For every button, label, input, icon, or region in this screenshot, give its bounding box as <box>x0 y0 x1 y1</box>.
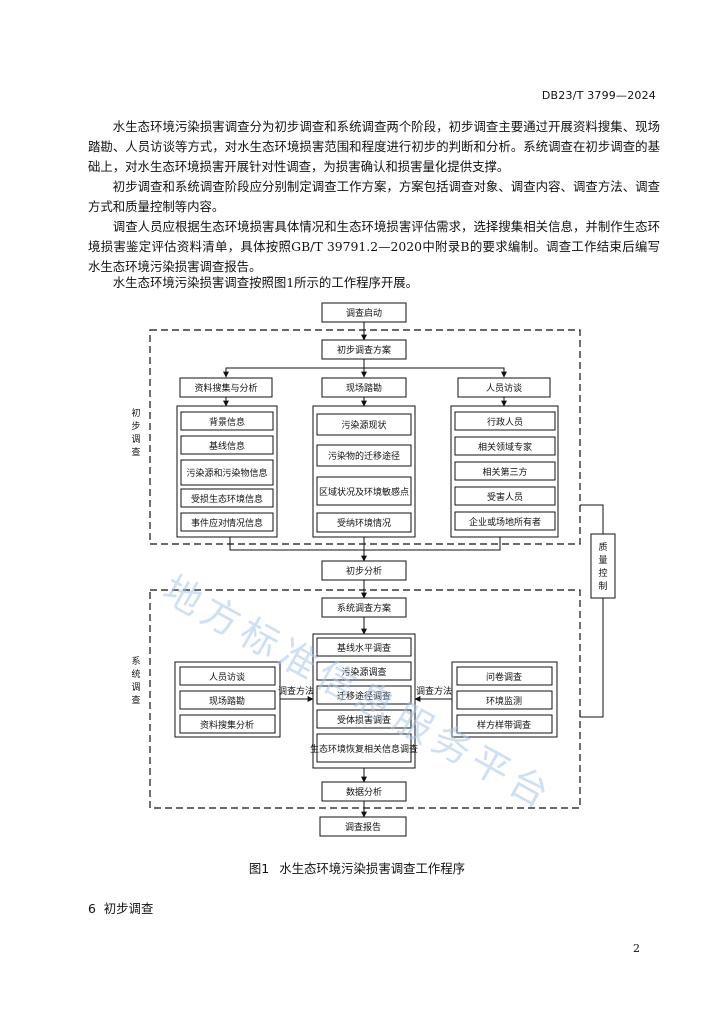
col1-item: 受损生态环境信息 <box>191 493 263 505</box>
section-number: 6 <box>88 901 96 916</box>
paragraph-3: 调查人员应根据生态环境损害具体情况和生态环境损害评估需求，选择搜集相关信息，并制… <box>88 219 660 274</box>
system-side-label: 调 <box>131 682 140 693</box>
start-box: 调查启动 <box>346 307 382 319</box>
col2-item: 受纳环境情况 <box>337 517 391 529</box>
right-item: 样方样带调查 <box>477 719 531 731</box>
prelim-side-label: 查 <box>131 446 140 458</box>
report-box: 调查报告 <box>345 821 381 833</box>
col3-item: 相关领域专家 <box>478 441 532 453</box>
quality-control-label: 控 <box>598 567 607 579</box>
paragraph-2: 初步调查和系统调查阶段应分别制定调查工作方案，方案包括调查对象、调查内容、调查方… <box>88 179 660 214</box>
left-item: 人员访谈 <box>209 671 245 683</box>
col3-item: 相关第三方 <box>482 466 527 478</box>
col1-title: 资料搜集与分析 <box>194 382 257 394</box>
center-item: 受体损害调查 <box>337 714 391 726</box>
system-plan-box: 系统调查方案 <box>337 602 391 614</box>
prelim-dashed-frame <box>149 329 581 545</box>
standard-number: DB23/T 3799—2024 <box>541 89 656 102</box>
center-item: 生态环境恢复相关信息调查 <box>310 743 418 755</box>
col2-item: 区域状况及环境敏感点 <box>319 486 409 498</box>
system-side-label: 系 <box>131 656 140 667</box>
data-analysis-box: 数据分析 <box>346 786 382 798</box>
quality-control-label: 制 <box>598 580 607 592</box>
prelim-analysis-box: 初步分析 <box>346 565 382 577</box>
system-side-label: 统 <box>131 668 140 680</box>
section-title: 初步调查 <box>103 901 154 916</box>
prelim-plan-box: 初步调查方案 <box>337 344 391 356</box>
right-item: 问卷调查 <box>486 671 522 683</box>
figure-title: 水生态环境污染损害调查工作程序 <box>279 861 466 876</box>
right-item: 环境监测 <box>486 695 522 707</box>
col3-item: 企业或场地所有者 <box>469 516 541 528</box>
left-item: 现场踏勘 <box>209 695 245 707</box>
prelim-side-label: 调 <box>131 434 140 445</box>
center-item: 污染源调查 <box>341 666 386 678</box>
col3-item: 行政人员 <box>487 416 523 428</box>
col1-item: 背景信息 <box>209 416 245 428</box>
method-label-left: 调查方法 <box>278 685 314 697</box>
col1-item: 污染源和污染物信息 <box>186 467 267 479</box>
paragraph-4: 水生态环境污染损害调查按照图1所示的工作程序开展。 <box>112 275 419 290</box>
paragraph-1: 水生态环境污染损害调查分为初步调查和系统调查两个阶段，初步调查主要通过开展资料搜… <box>88 119 660 174</box>
col2-item: 污染物的迁移途径 <box>328 450 400 462</box>
quality-control-label: 量 <box>598 555 607 566</box>
col1-item: 事件应对情况信息 <box>191 517 263 529</box>
col1-item: 基线信息 <box>209 440 245 452</box>
method-label-right: 调查方法 <box>416 685 452 697</box>
center-item: 迁移途径调查 <box>337 690 391 702</box>
col2-title: 现场踏勘 <box>346 382 382 394</box>
page-number: 2 <box>633 942 640 955</box>
center-item: 基线水平调查 <box>337 642 391 654</box>
quality-control-label: 质 <box>598 541 607 553</box>
col3-title: 人员访谈 <box>486 382 522 394</box>
prelim-side-label: 初 <box>131 407 140 419</box>
col3-item: 受害人员 <box>487 491 523 503</box>
system-side-label: 查 <box>131 694 140 706</box>
col2-item: 污染源现状 <box>341 419 386 431</box>
system-dashed-frame <box>149 589 581 809</box>
section-heading: 6 初步调查 <box>88 899 153 917</box>
figure-caption: 图1 水生态环境污染损害调查工作程序 <box>0 859 724 877</box>
prelim-side-label: 步 <box>131 421 140 432</box>
left-item: 资料搜集分析 <box>200 719 254 731</box>
figure-number: 图1 <box>248 861 270 876</box>
